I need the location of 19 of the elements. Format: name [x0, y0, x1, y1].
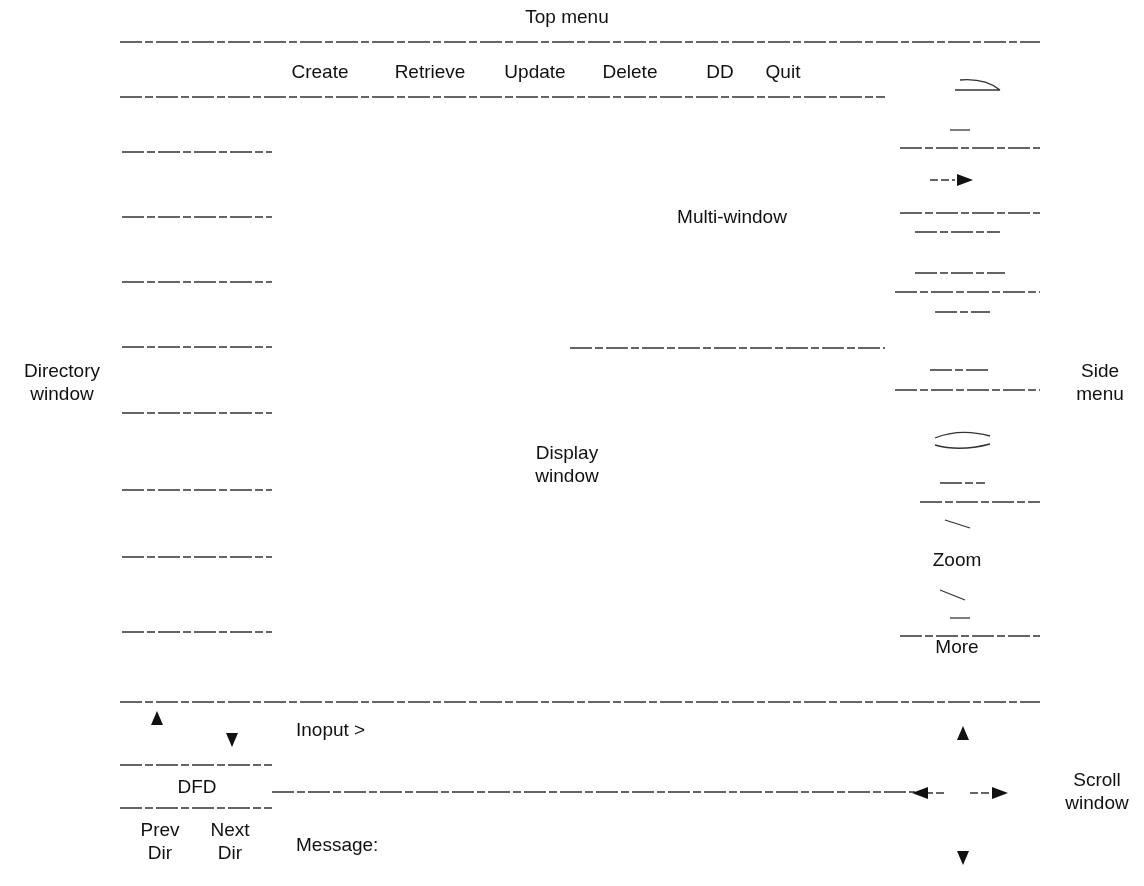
screen-region-label: DD [706, 60, 734, 84]
screen-region-label: Side menu [1075, 360, 1125, 406]
screen-region-label: Prev Dir [139, 819, 181, 865]
screen-region-label: Create [291, 60, 349, 84]
screen-region-label: Next Dir [209, 819, 251, 865]
screen-region-label: Directory window [23, 360, 101, 406]
screen-region-label: Update [504, 60, 566, 84]
screen-region-label: Message: [296, 833, 379, 857]
screen-region-label: Delete [602, 60, 658, 84]
screen-region-label: More [935, 635, 979, 659]
screen-region-label: Zoom [932, 548, 982, 572]
screen-region-label: Scroll window [1064, 769, 1130, 815]
screen-region-label: DFD [177, 775, 217, 799]
screen-region-label: Quit [765, 60, 801, 84]
screen-region-label: Display window [534, 442, 600, 488]
screen-region-label: Multi-window [677, 205, 787, 229]
screen-region-label: Top menu [525, 5, 609, 29]
screen-region-label: Inoput > [296, 718, 366, 742]
screen-region-label: Retrieve [394, 60, 466, 84]
